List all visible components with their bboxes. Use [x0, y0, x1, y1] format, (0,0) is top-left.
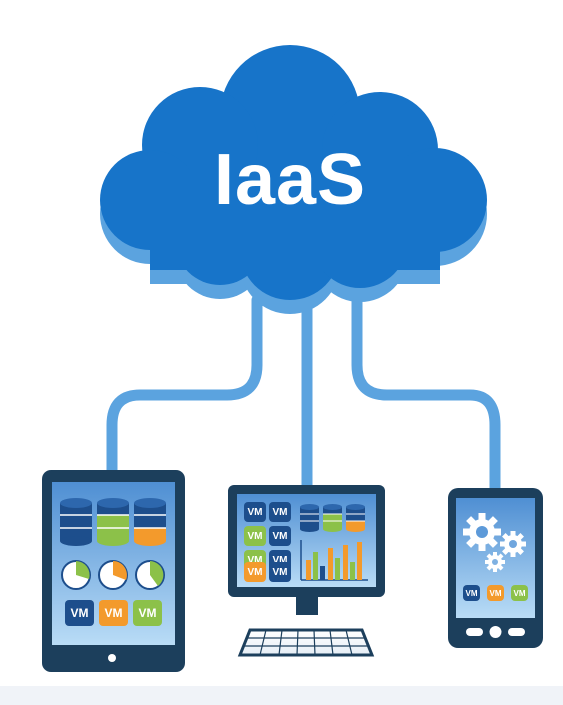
vm-tile-orange: VM: [244, 562, 266, 582]
connector-phone: [351, 294, 501, 494]
vm-tile-navy: VM: [244, 502, 266, 522]
pie-chart-icon: [135, 560, 165, 590]
vm-tile-navy: VM: [65, 600, 94, 626]
monitor-stand: [296, 597, 318, 615]
keyboard: [237, 628, 375, 657]
vm-tile-orange: VM: [99, 600, 128, 626]
database-icon: [323, 504, 342, 532]
database-icon: [346, 504, 365, 532]
pie-chart-icon: [61, 560, 91, 590]
monitor-database-icons: [300, 504, 365, 532]
vm-tile-navy: VM: [269, 562, 291, 582]
database-icon: [60, 498, 92, 546]
vm-tile-orange: VM: [487, 585, 504, 601]
vm-tile-navy: VM: [269, 526, 291, 546]
connectors: [106, 294, 501, 494]
tablet-device: [42, 470, 185, 672]
gears-icon: [463, 513, 526, 572]
cloud: [100, 45, 487, 314]
bar-chart-icon: [300, 540, 368, 581]
database-icon: [300, 504, 319, 532]
pie-chart-icon: [98, 560, 128, 590]
vm-tile-navy: VM: [269, 502, 291, 522]
tablet-pie-icons: [61, 560, 165, 590]
vm-tile-green: VM: [244, 526, 266, 546]
vm-tile-green: VM: [511, 585, 528, 601]
vm-tile-navy: VM: [463, 585, 480, 601]
bottom-strip: [0, 686, 563, 705]
database-icon: [134, 498, 166, 546]
vm-tile-green: VM: [133, 600, 162, 626]
connector-tablet: [106, 294, 263, 476]
tablet-home-button: [108, 654, 116, 662]
phone-device: [448, 488, 543, 648]
database-icon: [97, 498, 129, 546]
tablet-database-icons: [60, 498, 166, 546]
phone-nav-buttons: [466, 626, 525, 638]
cloud-title: IaaS: [213, 140, 367, 220]
